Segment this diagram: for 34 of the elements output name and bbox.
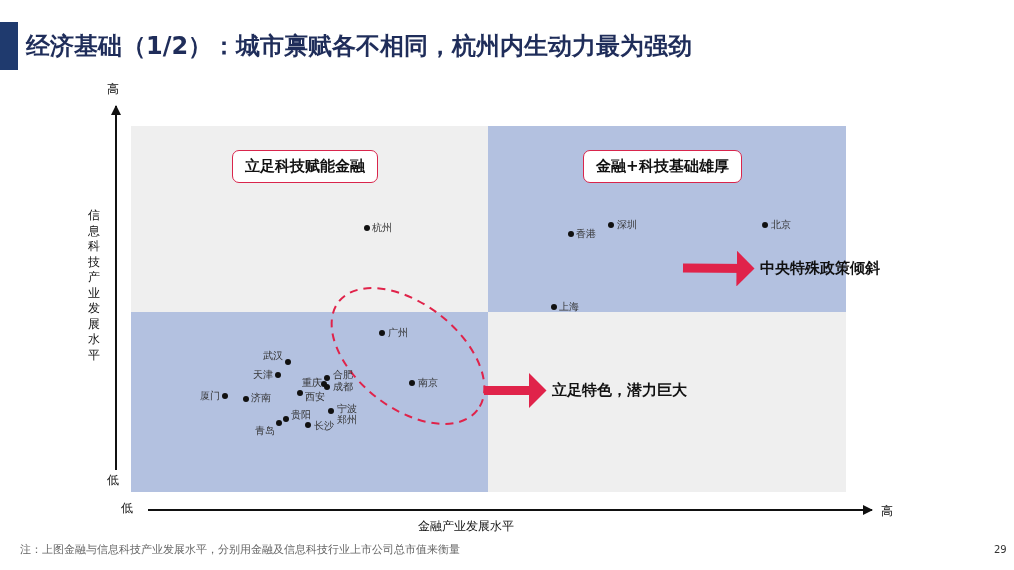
page-number: 29 (994, 544, 1007, 555)
city-label: 上海 (559, 301, 579, 313)
axis-end-label: 低 (121, 500, 133, 517)
city-label: 广州 (388, 327, 408, 339)
city-label: 北京 (771, 219, 791, 231)
city-label: 重庆 (302, 377, 322, 389)
city-label: 成都 (333, 381, 353, 393)
city-label: 济南 (251, 392, 271, 404)
axis-end-label: 高 (107, 81, 119, 98)
city-label: 贵阳 (291, 409, 311, 421)
city-label: 杭州 (372, 222, 392, 234)
axis-title: 信息科技产业发展水平 (88, 208, 100, 363)
quadrant-heading: 立足科技赋能金融 (232, 150, 378, 183)
city-label: 长沙 (314, 420, 334, 432)
city-label: 宁波 (337, 403, 357, 415)
footnote: 注：上图金融与信息科技产业发展水平，分别用金融及信息科技行业上市公司总市值来衡量 (20, 542, 460, 557)
city-label: 合肥 (333, 369, 353, 381)
city-label: 郑州 (337, 414, 357, 426)
city-label: 青岛 (255, 425, 275, 437)
arrow (484, 372, 547, 409)
axis-end-label: 低 (107, 472, 119, 489)
city-label: 武汉 (263, 350, 283, 362)
slide-title: 经济基础（1/2）：城市禀赋各不相同，杭州内生动力最为强劲 (26, 31, 693, 62)
city-label: 厦门 (200, 390, 220, 402)
city-label: 南京 (418, 377, 438, 389)
callout-text: 立足特色，潜力巨大 (552, 381, 687, 400)
quadrant-heading: 金融+科技基础雄厚 (583, 150, 742, 183)
axis-end-label: 高 (881, 503, 893, 520)
callout-text: 中央特殊政策倾斜 (760, 259, 880, 278)
city-label: 香港 (576, 228, 596, 240)
city-label: 天津 (253, 369, 273, 381)
city-label: 深圳 (617, 219, 637, 231)
axis-title: 金融产业发展水平 (418, 518, 514, 535)
arrow (682, 250, 755, 287)
